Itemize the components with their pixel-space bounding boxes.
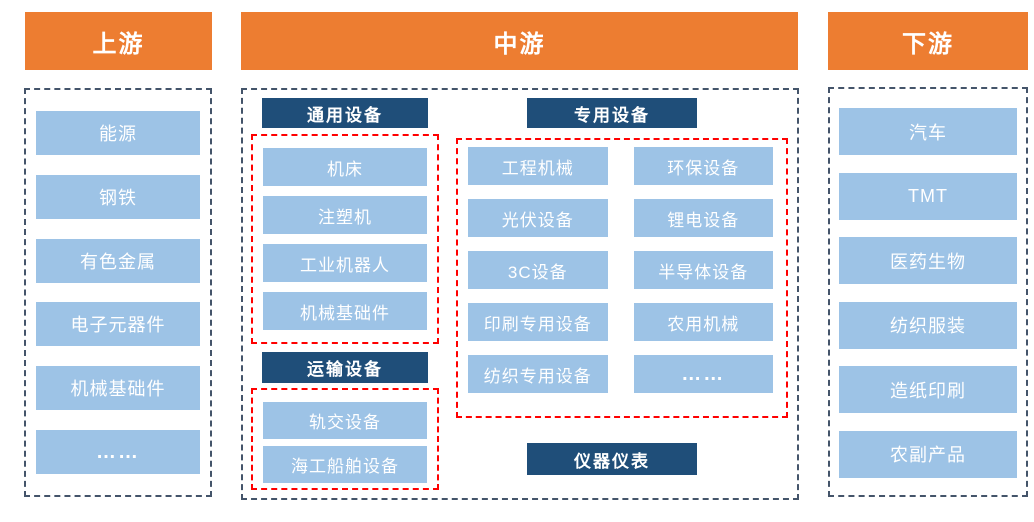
- general-equipment-group: 机床 注塑机 工业机器人 机械基础件: [251, 134, 439, 344]
- downstream-header: 下游: [828, 12, 1028, 70]
- general-equipment-label: 通用设备: [262, 98, 428, 128]
- midstream-box: 通用设备 机床 注塑机 工业机器人 机械基础件 运输设备 轨交设备 海工船舶设备…: [241, 88, 799, 500]
- special-item: 光伏设备: [468, 199, 608, 237]
- midstream-header: 中游: [241, 12, 798, 70]
- upstream-item: 机械基础件: [36, 366, 200, 411]
- special-item: 锂电设备: [633, 199, 773, 237]
- special-item: 环保设备: [633, 147, 773, 185]
- special-item: 工程机械: [468, 147, 608, 185]
- downstream-item: 纺织服装: [839, 301, 1017, 349]
- downstream-item: 汽车: [839, 108, 1017, 155]
- downstream-box: 汽车 TMT 医药生物 纺织服装 造纸印刷 农副产品: [828, 87, 1028, 497]
- transport-equipment-group: 轨交设备 海工船舶设备: [251, 388, 439, 490]
- upstream-item: 能源: [36, 111, 200, 155]
- upstream-item: 有色金属: [36, 238, 200, 283]
- special-item: 农用机械: [633, 303, 773, 341]
- downstream-item: TMT: [839, 172, 1017, 220]
- upstream-box: 能源 钢铁 有色金属 电子元器件 机械基础件 ……: [24, 88, 212, 497]
- upstream-item-ellipsis: ……: [36, 429, 200, 474]
- general-item: 注塑机: [263, 196, 427, 234]
- instrument-label: 仪器仪表: [527, 443, 697, 475]
- downstream-item: 农副产品: [839, 430, 1017, 478]
- special-item: 半导体设备: [633, 251, 773, 289]
- transport-item: 海工船舶设备: [263, 446, 427, 483]
- general-item: 机床: [263, 148, 427, 186]
- transport-equipment-label: 运输设备: [262, 352, 428, 383]
- upstream-header: 上游: [25, 12, 212, 70]
- special-item-ellipsis: ……: [633, 355, 773, 393]
- special-item: 3C设备: [468, 251, 608, 289]
- general-item: 机械基础件: [263, 292, 427, 330]
- downstream-item: 造纸印刷: [839, 366, 1017, 414]
- special-item: 印刷专用设备: [468, 303, 608, 341]
- transport-item: 轨交设备: [263, 402, 427, 439]
- upstream-item: 电子元器件: [36, 302, 200, 347]
- upstream-item: 钢铁: [36, 174, 200, 219]
- special-equipment-label: 专用设备: [527, 98, 697, 128]
- downstream-item: 医药生物: [839, 237, 1017, 285]
- general-item: 工业机器人: [263, 244, 427, 282]
- special-item: 纺织专用设备: [468, 355, 608, 393]
- special-equipment-group: 工程机械 环保设备 光伏设备 锂电设备 3C设备 半导体设备 印刷专用设备 农用…: [456, 138, 788, 418]
